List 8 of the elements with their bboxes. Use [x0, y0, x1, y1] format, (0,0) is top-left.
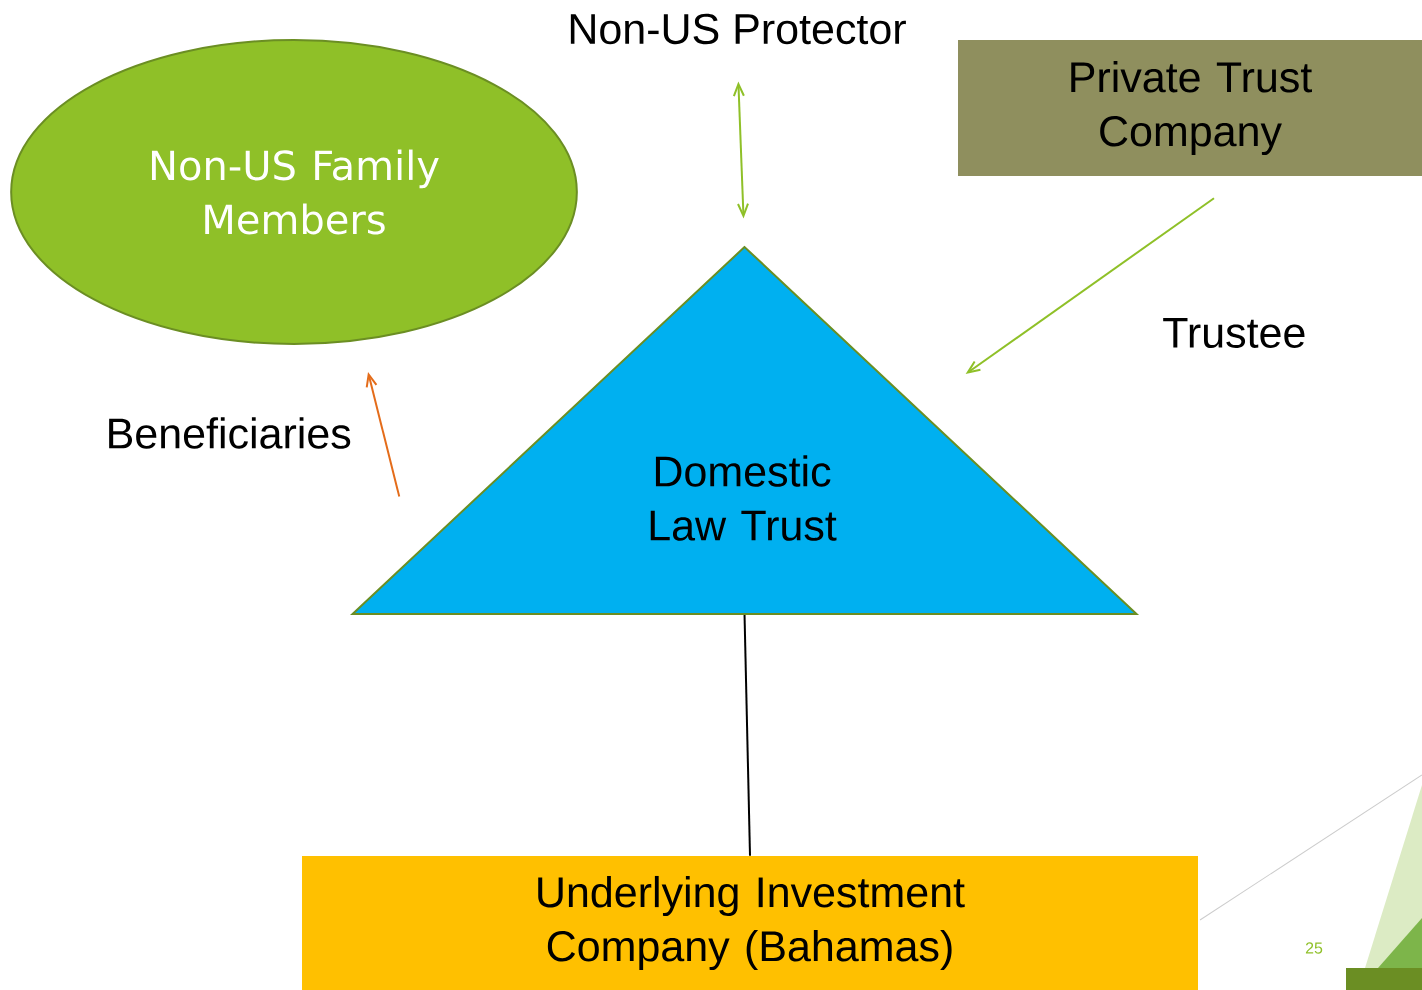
trust-company-box: Private Trust Company [958, 40, 1422, 176]
edge-label: Beneficiaries [109, 417, 351, 449]
arrow [965, 197, 1215, 375]
arrow [732, 81, 749, 219]
arrow [365, 372, 401, 498]
page-number: 25 [1305, 942, 1323, 954]
company-box: Underlying Investment Company (Bahamas) [302, 856, 1198, 990]
edge-label: Trustee [1163, 318, 1305, 348]
